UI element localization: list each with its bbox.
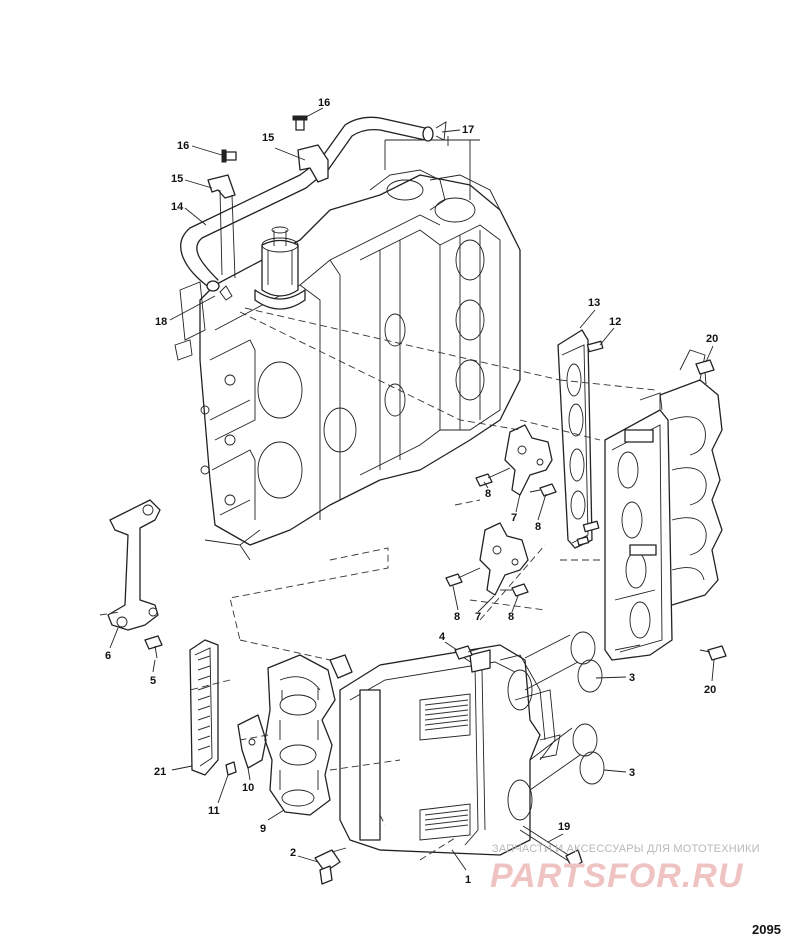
callout-16-left: 16 <box>177 140 189 152</box>
callout-21: 21 <box>154 766 166 778</box>
callout-8-c: 8 <box>454 611 460 623</box>
watermark-logo: PARTSFOR.RU <box>490 857 744 895</box>
callout-13: 13 <box>588 297 600 309</box>
callout-3-lower: 3 <box>629 767 635 779</box>
o-rings <box>524 631 605 791</box>
leader-lines <box>109 107 715 871</box>
bracket-10 <box>237 714 267 769</box>
mounting-plates <box>445 424 557 597</box>
figure-number: 2095 <box>752 922 781 937</box>
bolt-5 <box>144 635 163 650</box>
silencer-base <box>264 654 336 816</box>
drain-fitting-2 <box>314 847 347 885</box>
callout-15-lower: 15 <box>171 173 183 185</box>
callout-17: 17 <box>462 124 474 136</box>
callout-19: 19 <box>558 821 570 833</box>
callout-8-a: 8 <box>485 488 491 500</box>
callout-4: 4 <box>439 631 446 643</box>
watermark-subtitle: ЗАПЧАСТИ И АКСЕССУАРЫ ДЛЯ МОТОТЕХНИКИ <box>492 843 760 855</box>
callout-15-upper: 15 <box>262 132 274 144</box>
callout-7-upper: 7 <box>511 512 517 524</box>
callout-20-upper: 20 <box>706 333 718 345</box>
intake-manifold <box>604 349 723 661</box>
callout-14: 14 <box>171 201 184 213</box>
callout-9: 9 <box>260 823 266 835</box>
callout-12: 12 <box>609 316 621 328</box>
callout-8-b: 8 <box>535 521 541 533</box>
callout-18: 18 <box>155 316 167 328</box>
callout-20-lower: 20 <box>704 684 716 696</box>
alignment-lines <box>189 307 656 861</box>
cylinder-block <box>174 139 521 561</box>
callout-2: 2 <box>290 847 296 859</box>
callout-16-top: 16 <box>318 97 330 109</box>
bolt-4 <box>454 645 473 660</box>
bolt-11 <box>225 761 237 776</box>
manifold-gasket <box>557 329 604 549</box>
callout-11: 11 <box>208 805 220 817</box>
callout-7-lower: 7 <box>475 611 481 623</box>
silencer-cover <box>329 644 561 856</box>
callout-8-d: 8 <box>508 611 514 623</box>
bracket-6 <box>99 499 161 631</box>
callout-5: 5 <box>150 675 156 687</box>
callout-1: 1 <box>465 874 471 886</box>
callout-10: 10 <box>242 782 254 794</box>
callout-labels: 16 16 17 15 15 14 18 13 12 20 8 7 8 8 7 … <box>105 97 718 886</box>
flame-arrestor-screen <box>189 639 219 776</box>
breather-hose <box>180 115 480 301</box>
bolts-20 <box>695 359 727 661</box>
callout-6: 6 <box>105 650 111 662</box>
callout-3-upper: 3 <box>629 672 635 684</box>
